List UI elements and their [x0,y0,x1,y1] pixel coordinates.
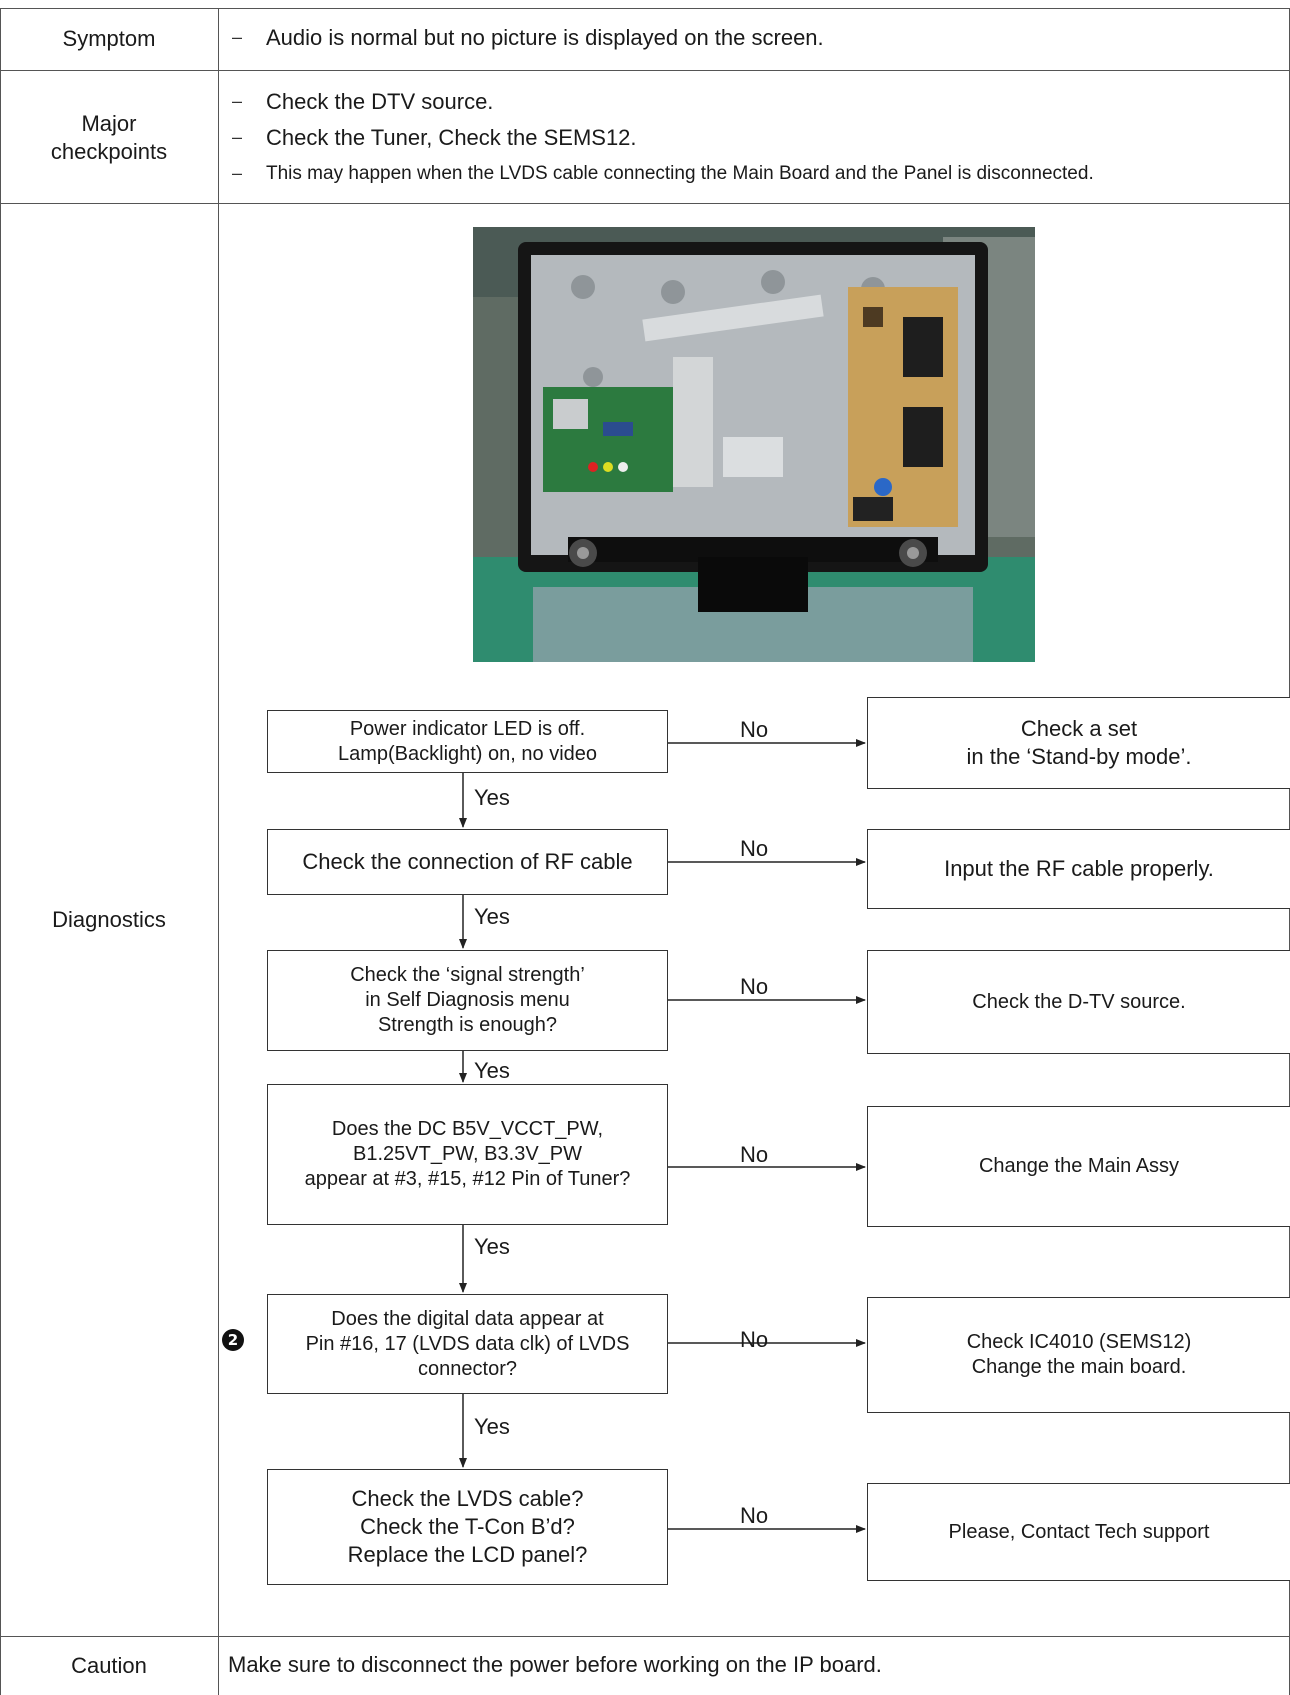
no-label-6: No [740,1503,769,1528]
tv-rear-panel-icon [473,227,1035,662]
checkpoints-label: Major checkpoints [50,111,168,164]
table-border-top [0,8,1290,9]
flow-question-4: Does the DC B5V_VCCT_PW, B1.25VT_PW, B3.… [267,1084,668,1225]
table-border-left [0,8,1,1695]
flow-question-1: Power indicator LED is off. Lamp(Backlig… [267,710,668,773]
checkpoint-dash-3: – [232,163,243,183]
symptom-label: Symptom [62,26,156,51]
symptom-text: Audio is normal but no picture is displa… [266,25,824,50]
flow-question-2: Check the connection of RF cable [267,829,668,895]
flow-action-6: Please, Contact Tech support [867,1483,1290,1581]
yes-label-4: Yes [474,1234,510,1259]
checkpoint-dash-1: – [232,91,243,111]
checkpoint-item-3: This may happen when the LVDS cable conn… [266,163,1094,184]
caution-label: Caution [71,1653,147,1678]
table-border-row1 [0,70,1290,71]
no-label-3: No [740,974,769,999]
yes-label-5: Yes [474,1414,510,1439]
checkpoint-dash-2: – [232,127,243,147]
table-border-row3 [0,1636,1290,1637]
flow-action-3: Check the D-TV source. [867,950,1290,1054]
yes-label-1: Yes [474,785,510,810]
flow-action-2: Input the RF cable properly. [867,829,1290,909]
flow-action-1: Check a set in the ‘Stand-by mode’. [867,697,1290,789]
yes-label-2: Yes [474,904,510,929]
tv-rear-panel-photo [473,227,1035,662]
table-column-divider [218,8,219,1695]
flow-question-5: Does the digital data appear at Pin #16,… [267,1294,668,1394]
caution-text: Make sure to disconnect the power before… [228,1652,882,1677]
checkpoint-item-1: Check the DTV source. [266,89,494,114]
no-label-5: No [740,1327,769,1352]
no-label-1: No [740,717,769,742]
flow-action-4: Change the Main Assy [867,1106,1290,1227]
yes-label-3: Yes [474,1058,510,1083]
no-label-2: No [740,836,769,861]
flow-question-3: Check the ‘signal strength’ in Self Diag… [267,950,668,1051]
diagnostics-label: Diagnostics [52,907,166,932]
checkpoint-item-2: Check the Tuner, Check the SEMS12. [266,125,637,150]
table-border-row2 [0,203,1290,204]
flow-question-6: Check the LVDS cable? Check the T-Con B’… [267,1469,668,1585]
no-label-4: No [740,1142,769,1167]
symptom-dash: – [232,27,243,47]
flow-action-5: Check IC4010 (SEMS12) Change the main bo… [867,1297,1290,1413]
step-number-marker: 2 [222,1329,244,1351]
